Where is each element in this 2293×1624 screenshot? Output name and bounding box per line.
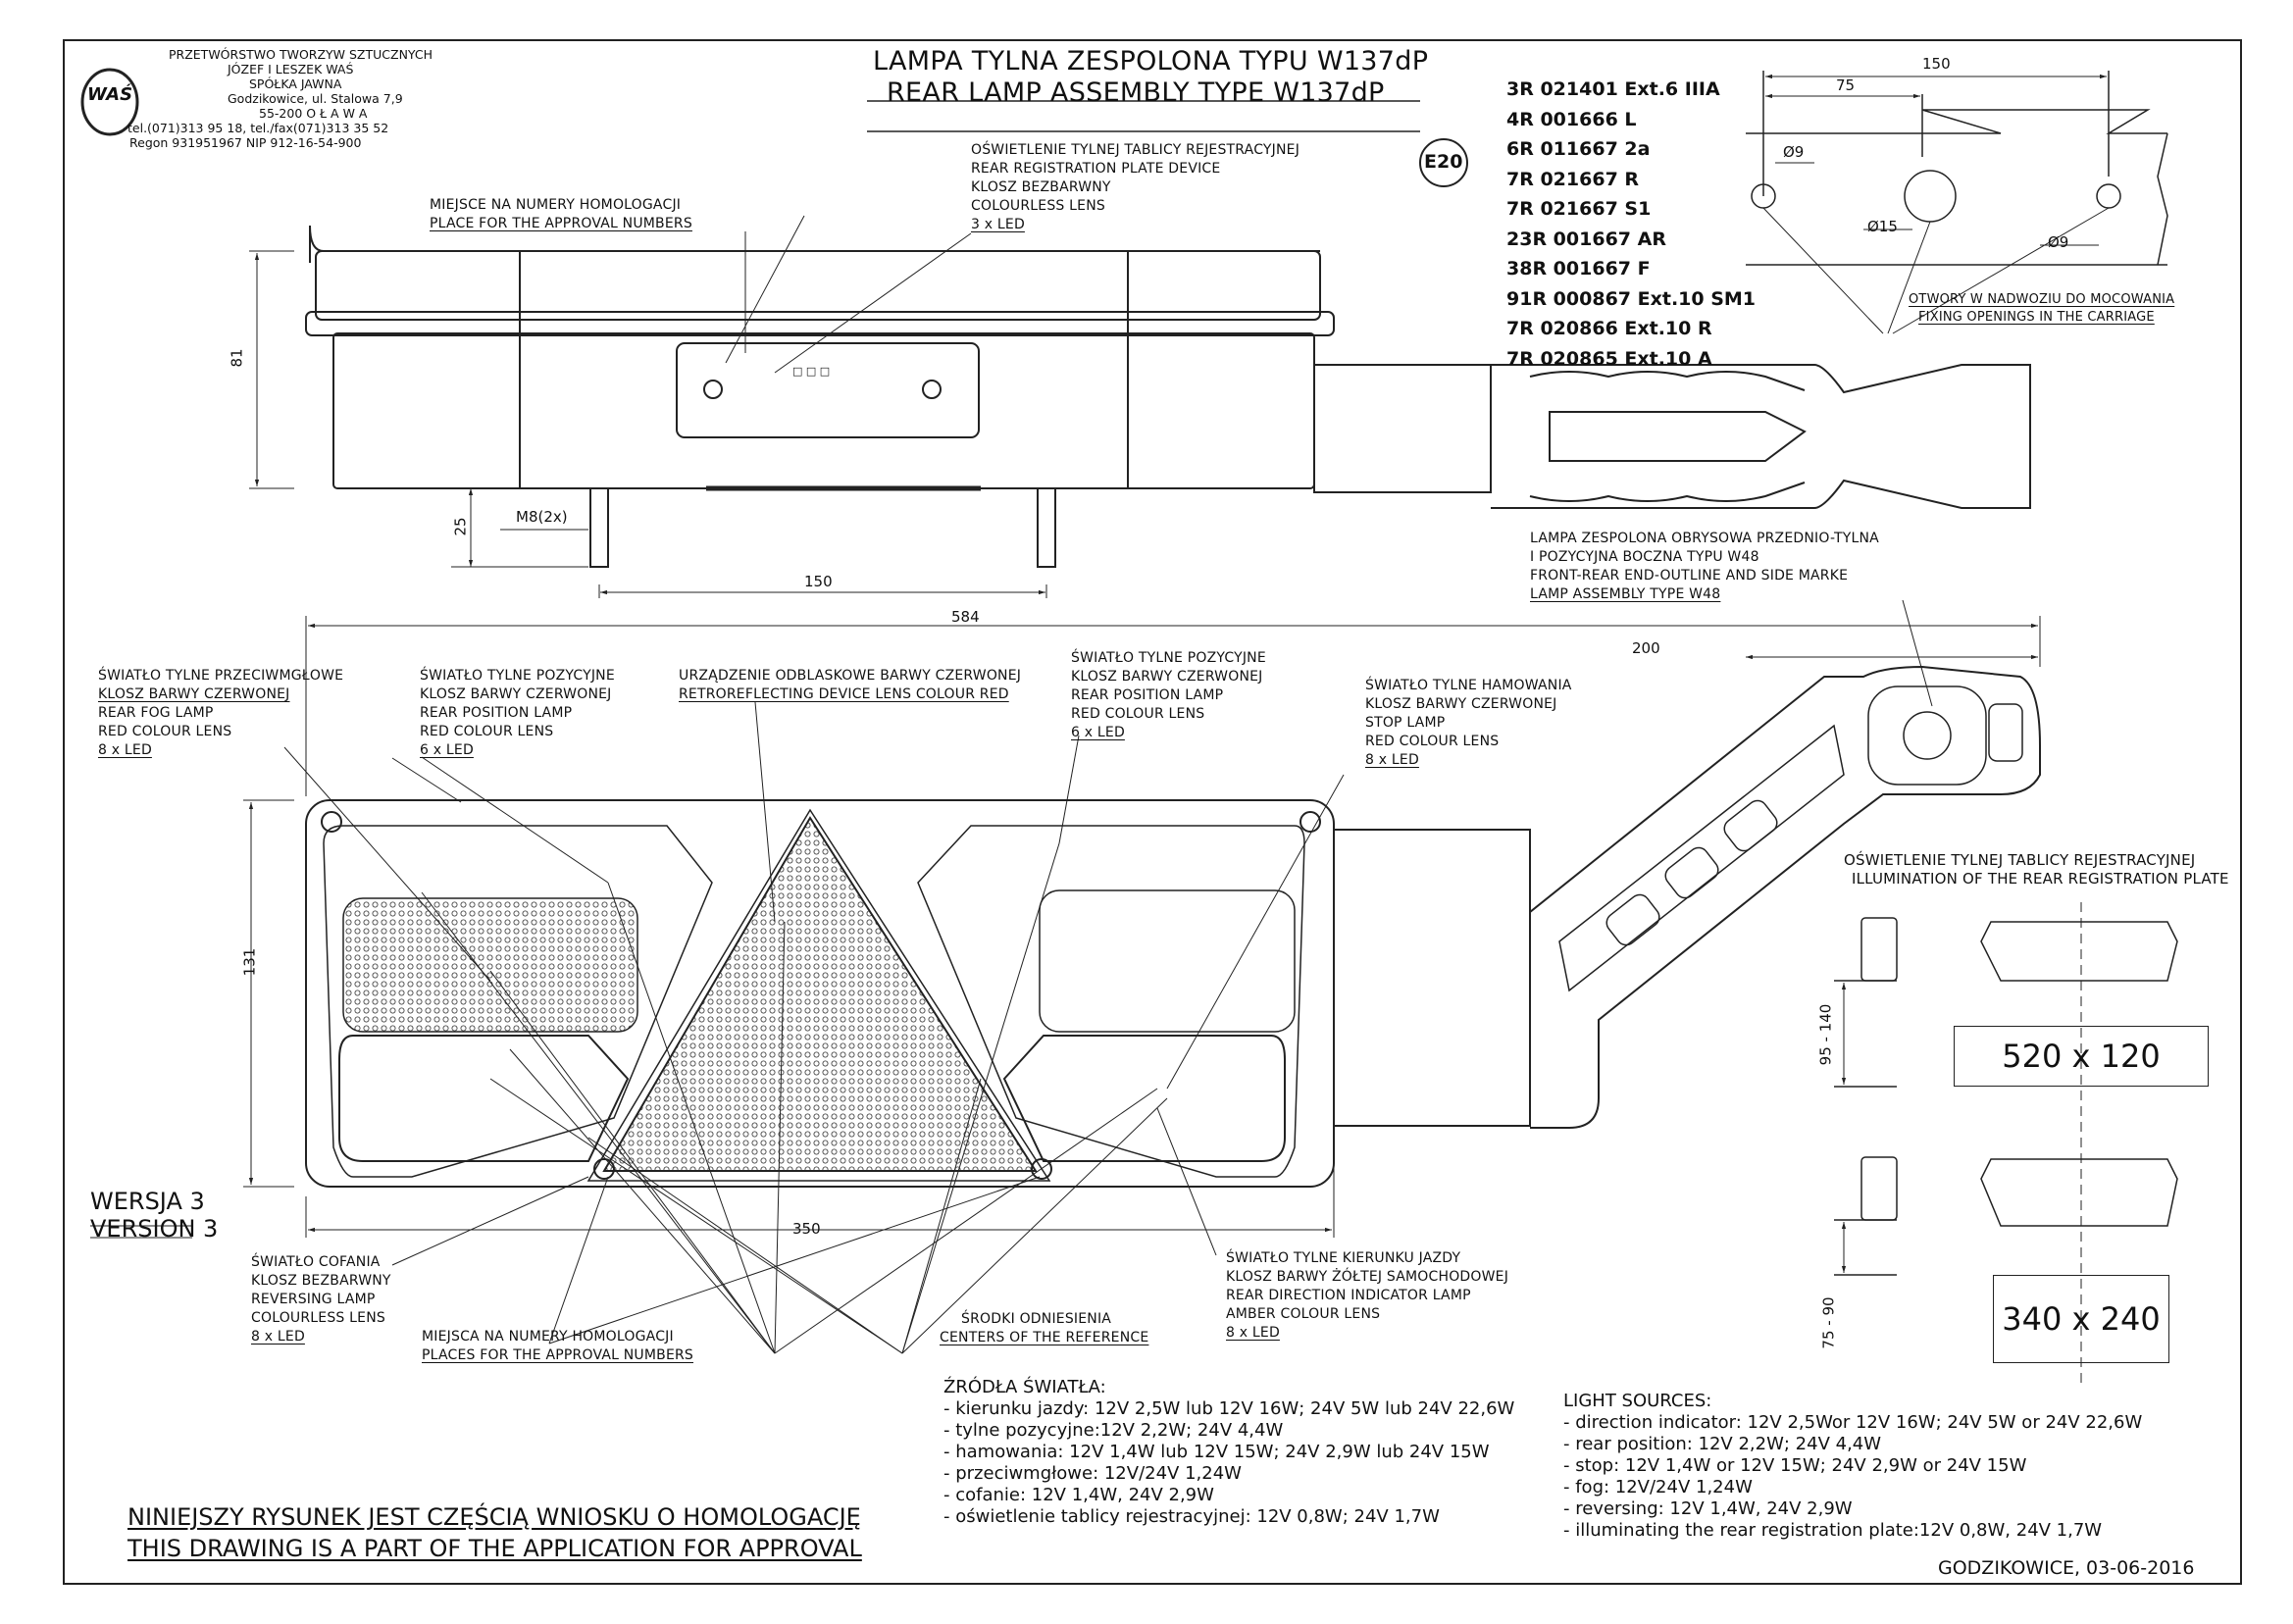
approval-number: 7R 020866 Ext.10 R xyxy=(1506,318,1712,339)
leader-lines xyxy=(283,215,1933,1354)
company-info: PRZETWÓRSTWO TWORZYW SZTUCZNYCH JÓZEF I … xyxy=(78,47,433,150)
approval-numbers: 3R 021401 Ext.6 IIIA 4R 001666 L 6R 0116… xyxy=(1506,75,1756,374)
dim-81: 81 xyxy=(228,348,246,368)
range-75-90: 75 - 90 xyxy=(1819,1296,1838,1349)
dim-350: 350 xyxy=(792,1220,821,1238)
plate-size-520x120: 520 x 120 xyxy=(1954,1026,2209,1087)
company-line: tel.(071)313 95 18, tel./fax(071)313 35 … xyxy=(127,121,389,135)
dim-25: 25 xyxy=(451,517,470,536)
fixing-note-pl: OTWORY W NADWOZIU DO MOCOWANIA xyxy=(1909,292,2175,307)
approval-number: 7R 021667 S1 xyxy=(1506,198,1652,220)
version-pl: WERSJA 3 xyxy=(90,1188,205,1215)
dim-150-studs: 150 xyxy=(804,573,833,590)
company-logo: WAŚ xyxy=(86,84,133,105)
dim-131: 131 xyxy=(240,947,259,977)
approval-number: 38R 001667 F xyxy=(1506,258,1651,279)
range-95-140: 95 - 140 xyxy=(1816,1003,1835,1066)
centers-reference-label: ŚRODKI ODNIESIENIA CENTERS OF THE REFERE… xyxy=(940,1311,1149,1345)
approval-number: 7R 020865 Ext.10 A xyxy=(1506,347,1712,370)
approval-number: 91R 000867 Ext.10 SM1 xyxy=(1506,287,1757,310)
front-view xyxy=(243,616,2041,1238)
plate-illum-title: OŚWIETLENIE TYLNEJ TABLICY REJESTRACYJNE… xyxy=(1844,851,2229,888)
title-en: REAR LAMP ASSEMBLY TYPE W137dP xyxy=(887,77,1385,108)
light-sources-pl: ŹRÓDŁA ŚWIATŁA: - kierunku jazdy: 12V 2,… xyxy=(943,1377,1515,1527)
fixing-openings-diagram xyxy=(1746,71,2168,334)
dim-200: 200 xyxy=(1632,639,1660,657)
title-pl: LAMPA TYLNA ZESPOLONA TYPU W137dP xyxy=(873,46,1429,76)
e-mark: E20 xyxy=(1424,151,1463,173)
company-line: Godzikowice, ul. Stalowa 7,9 xyxy=(228,91,403,106)
approval-number: 4R 001666 L xyxy=(1506,108,1637,130)
approval-place-label: MIEJSCE NA NUMERY HOMOLOGACJI PLACE FOR … xyxy=(430,197,692,231)
dim-75-fixing: 75 xyxy=(1836,76,1856,94)
footer-pl: NINIEJSZY RYSUNEK JEST CZĘŚCIĄ WNIOSKU O… xyxy=(127,1503,861,1531)
footer-en: THIS DRAWING IS A PART OF THE APPLICATIO… xyxy=(127,1535,862,1562)
sources-title-en: LIGHT SOURCES: xyxy=(1563,1391,1712,1411)
version-en: VERSION 3 xyxy=(90,1215,219,1243)
approval-number: 6R 011667 2a xyxy=(1506,138,1651,160)
fixing-note-en: FIXING OPENINGS IN THE CARRIAGE xyxy=(1918,310,2155,325)
position-right-label: ŚWIATŁO TYLNE POZYCYJNE KLOSZ BARWY CZER… xyxy=(1071,650,1266,740)
dim-m8: M8(2x) xyxy=(516,508,568,526)
top-view xyxy=(249,225,2031,598)
fog-lamp-label: ŚWIATŁO TYLNE PRZECIWMGŁOWE KLOSZ BARWY … xyxy=(98,668,344,758)
logo-outline xyxy=(80,68,139,136)
light-sources-en: LIGHT SOURCES: - direction indicator: 12… xyxy=(1563,1391,2143,1541)
dim-d9-right: Ø9 xyxy=(2048,233,2069,251)
plate-illumination-views xyxy=(1834,902,2178,1383)
reversing-lamp-label: ŚWIATŁO COFANIA KLOSZ BEZBARWNY REVERSIN… xyxy=(251,1254,391,1345)
company-line: JÓZEF I LESZEK WAŚ xyxy=(228,62,354,76)
plate-size-340x240: 340 x 240 xyxy=(1993,1275,2169,1363)
place-date: GODZIKOWICE, 03-06-2016 xyxy=(1938,1557,2195,1579)
led-marks: □ □ □ xyxy=(792,365,831,378)
w48-label: LAMPA ZESPOLONA OBRYSOWA PRZEDNIO-TYLNA … xyxy=(1530,531,1879,602)
e-mark-circle xyxy=(1419,138,1468,187)
company-line: PRZETWÓRSTWO TWORZYW SZTUCZNYCH xyxy=(169,47,433,62)
dim-584: 584 xyxy=(951,608,980,626)
drawing-frame xyxy=(63,39,2242,1585)
company-line: 55-200 O Ł A W A xyxy=(259,106,368,121)
approval-places-label: MIEJSCA NA NUMERY HOMOLOGACJI PLACES FOR… xyxy=(422,1329,694,1363)
approval-number: 3R 021401 Ext.6 IIIA xyxy=(1506,78,1720,100)
stop-lamp-label: ŚWIATŁO TYLNE HAMOWANIA KLOSZ BARWY CZER… xyxy=(1365,678,1572,768)
company-line: SPÓŁKA JAWNA xyxy=(249,76,342,91)
plate-device-label: OŚWIETLENIE TYLNEJ TABLICY REJESTRACYJNE… xyxy=(971,142,1300,232)
position-left-label: ŚWIATŁO TYLNE POZYCYJNE KLOSZ BARWY CZER… xyxy=(420,668,615,758)
retroreflector-label: URZĄDZENIE ODBLASKOWE BARWY CZERWONEJ RE… xyxy=(679,668,1022,702)
approval-number: 23R 001667 AR xyxy=(1506,228,1666,250)
indicator-lamp-label: ŚWIATŁO TYLNE KIERUNKU JAZDY KLOSZ BARWY… xyxy=(1226,1250,1509,1341)
dim-d15: Ø15 xyxy=(1867,218,1898,235)
approval-number: 7R 021667 R xyxy=(1506,168,1640,190)
company-line: Regon 931951967 NIP 912-16-54-900 xyxy=(129,135,362,150)
sources-title-pl: ŹRÓDŁA ŚWIATŁA: xyxy=(943,1377,1106,1397)
dim-d9-left: Ø9 xyxy=(1783,143,1805,161)
dim-150-fixing: 150 xyxy=(1922,55,1951,73)
